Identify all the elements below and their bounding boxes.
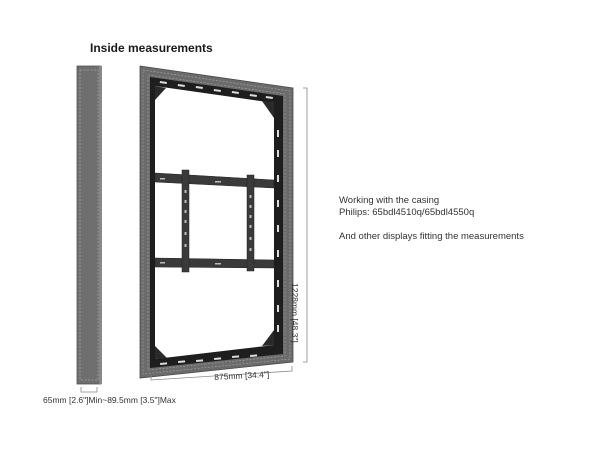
section-title: Inside measurements (90, 41, 213, 55)
frame-view (139, 65, 294, 379)
compatibility-info: Working with the casing Philips: 65bdl45… (339, 195, 524, 243)
width-dimension-line (150, 366, 293, 381)
depth-dimension-label: 65mm [2.6"]Min~89.5mm [3.5"]Max (43, 395, 176, 405)
height-dimension-line (303, 87, 308, 363)
info-line-other: And other displays fitting the measureme… (339, 231, 524, 242)
height-dimension-label: 1228mm [48.3"] (290, 283, 300, 343)
side-profile-view (76, 65, 102, 393)
mounting-bracket (154, 169, 275, 273)
info-line-models: Philips: 65bdl4510q/65bdl4550q (339, 207, 475, 218)
info-line-casing: Working with the casing (339, 195, 440, 206)
